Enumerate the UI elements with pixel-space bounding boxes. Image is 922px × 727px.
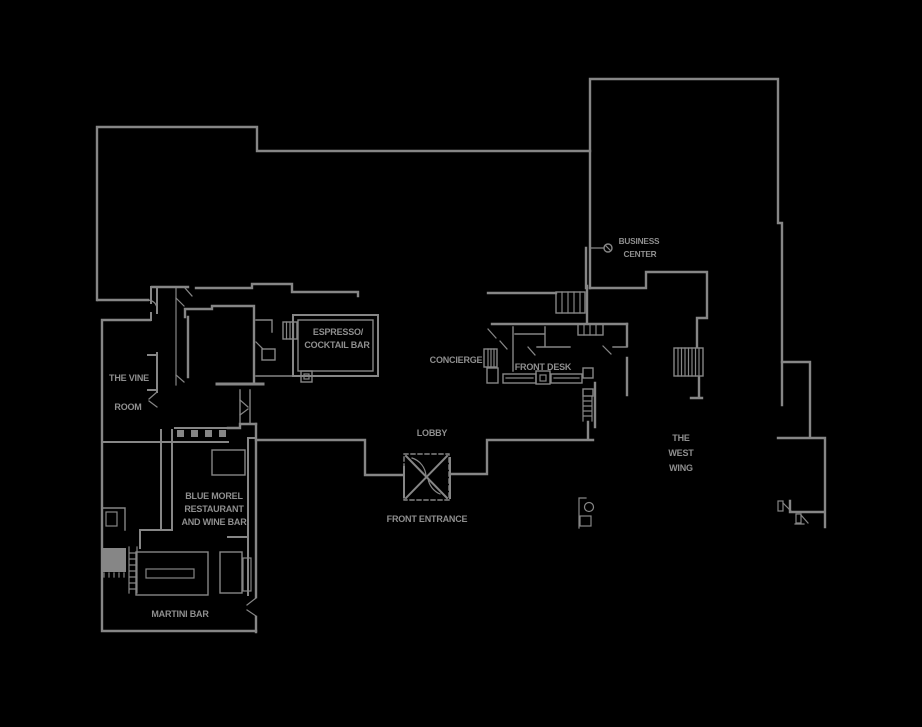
- wall-frontdesk-north: [486, 284, 629, 326]
- martini-bar-counter-outer: [135, 551, 209, 596]
- wall-central-room: [183, 304, 256, 386]
- door-swings: [147, 243, 809, 617]
- wall-top-right-block: [588, 77, 784, 407]
- wall-west-side: [96, 298, 258, 633]
- label-west-wing-2: WEST: [668, 448, 694, 458]
- restaurant-structure: [101, 430, 252, 596]
- wall-north-corridor: [150, 282, 360, 298]
- column: [219, 430, 226, 437]
- business-center-stem: [589, 245, 611, 251]
- espresso-counter: [261, 348, 276, 361]
- walls: [95, 77, 827, 634]
- wall-restaurant-east-inner: [227, 437, 257, 596]
- door-concierge: [487, 328, 508, 350]
- wall-restaurant-colonnade-lines: [101, 427, 229, 443]
- espresso-bar-inner: [297, 319, 374, 372]
- label-martini-bar: MARTINI BAR: [151, 609, 209, 619]
- front-desk-pod-inner: [539, 374, 547, 382]
- stairs-upper-treads: [561, 291, 581, 314]
- wall-business-center-zone: [584, 246, 709, 349]
- espresso-bar-outer: [292, 314, 379, 377]
- wall-top-left-block: [95, 125, 592, 302]
- banquette-ticks: [103, 572, 125, 578]
- label-front-desk: FRONT DESK: [515, 362, 572, 372]
- concierge-hatch-lines: [487, 348, 495, 368]
- front-desk-pod: [535, 370, 551, 385]
- label-espresso-1: ESPRESSO/: [313, 327, 364, 337]
- martini-banquette-right: [219, 551, 243, 594]
- revolving-door-enclosure: [403, 453, 450, 501]
- room-labels: BUSINESS CENTER ESPRESSO/ COCKTAIL BAR C…: [109, 236, 694, 619]
- espresso-column-outer: [300, 370, 313, 383]
- south-stair-landing: [582, 388, 594, 397]
- column: [177, 430, 184, 437]
- martini-small-room: [102, 507, 126, 531]
- revolving-door-sides: [403, 457, 451, 499]
- wall-elevator-stem: [689, 375, 704, 400]
- business-center-marker-icon: [603, 243, 613, 253]
- wall-corridor-stair-passage: [239, 389, 251, 424]
- door-vine-east: [148, 391, 158, 408]
- concierge-stand: [486, 367, 499, 384]
- door-desk-inner: [527, 346, 536, 356]
- label-business-center-2: CENTER: [624, 249, 657, 259]
- revolving-door: [403, 453, 451, 501]
- wall-vine-room-east: [147, 352, 158, 393]
- label-blue-morel-2: RESTAURANT: [184, 504, 244, 514]
- west-door-jamb-1: [777, 500, 784, 512]
- wall-east-jogs: [776, 360, 827, 529]
- espresso-stair-treads: [285, 321, 295, 340]
- label-lobby: LOBBY: [417, 428, 448, 438]
- label-concierge: CONCIERGE: [430, 355, 483, 365]
- door-east-corridor: [602, 345, 612, 355]
- door-west-wing-1: [782, 502, 792, 512]
- door-espresso-entry: [255, 341, 264, 350]
- service-door-symbol: [583, 501, 595, 513]
- service-door-lines: [578, 497, 587, 529]
- wall-vine-room-double: [150, 286, 158, 321]
- label-vine-room-1: THE VINE: [109, 373, 149, 383]
- wall-frontdesk-east: [593, 322, 629, 429]
- door-central-room: [175, 287, 193, 383]
- martini-bar-counter-inner: [145, 568, 195, 579]
- column: [191, 430, 198, 437]
- revolving-door-arcs: [411, 457, 441, 495]
- label-blue-morel-3: AND WINE BAR: [181, 517, 247, 527]
- label-business-center-1: BUSINESS: [619, 236, 660, 246]
- espresso-bar-structure: [255, 314, 379, 383]
- service-fixture: [579, 515, 592, 527]
- door-stair-passage: [239, 399, 249, 416]
- espresso-entry-walls: [255, 319, 302, 377]
- label-west-wing-3: WING: [669, 463, 693, 473]
- door-west-wing-2: [794, 514, 809, 525]
- label-west-wing-1: THE: [672, 433, 690, 443]
- elevator-structure: [673, 347, 704, 377]
- west-door-jamb-2: [795, 513, 802, 524]
- stairs-lower-treads: [583, 323, 597, 336]
- label-front-entrance: FRONT ENTRANCE: [387, 514, 468, 524]
- espresso-column-inner: [303, 373, 310, 380]
- elevator-hatch-lines: [677, 347, 700, 377]
- wall-restaurant-west-double: [139, 429, 173, 549]
- wall-lobby-south: [226, 420, 595, 477]
- door-martini-east: [246, 597, 257, 617]
- revolving-door-x: [404, 454, 449, 500]
- front-desk-end-pod: [582, 367, 594, 379]
- column: [205, 430, 212, 437]
- front-desk-office-walls: [512, 326, 628, 372]
- door-arc-vine-top: [147, 299, 158, 311]
- restaurant-table: [211, 449, 246, 476]
- label-vine-room-2: ROOM: [114, 402, 141, 412]
- banquette-block: [101, 548, 126, 572]
- martini-stairs: [128, 546, 138, 594]
- stairs-upper-block: [555, 291, 586, 314]
- martini-small-room-fixture: [105, 511, 118, 527]
- label-blue-morel-1: BLUE MOREL: [185, 491, 243, 501]
- martini-banquette-thin: [242, 557, 252, 592]
- front-desk-structure: [483, 291, 628, 422]
- south-stair-ladder: [582, 396, 593, 422]
- front-desk-counter-right: [550, 373, 583, 384]
- label-espresso-2: COCKTAIL BAR: [304, 340, 370, 350]
